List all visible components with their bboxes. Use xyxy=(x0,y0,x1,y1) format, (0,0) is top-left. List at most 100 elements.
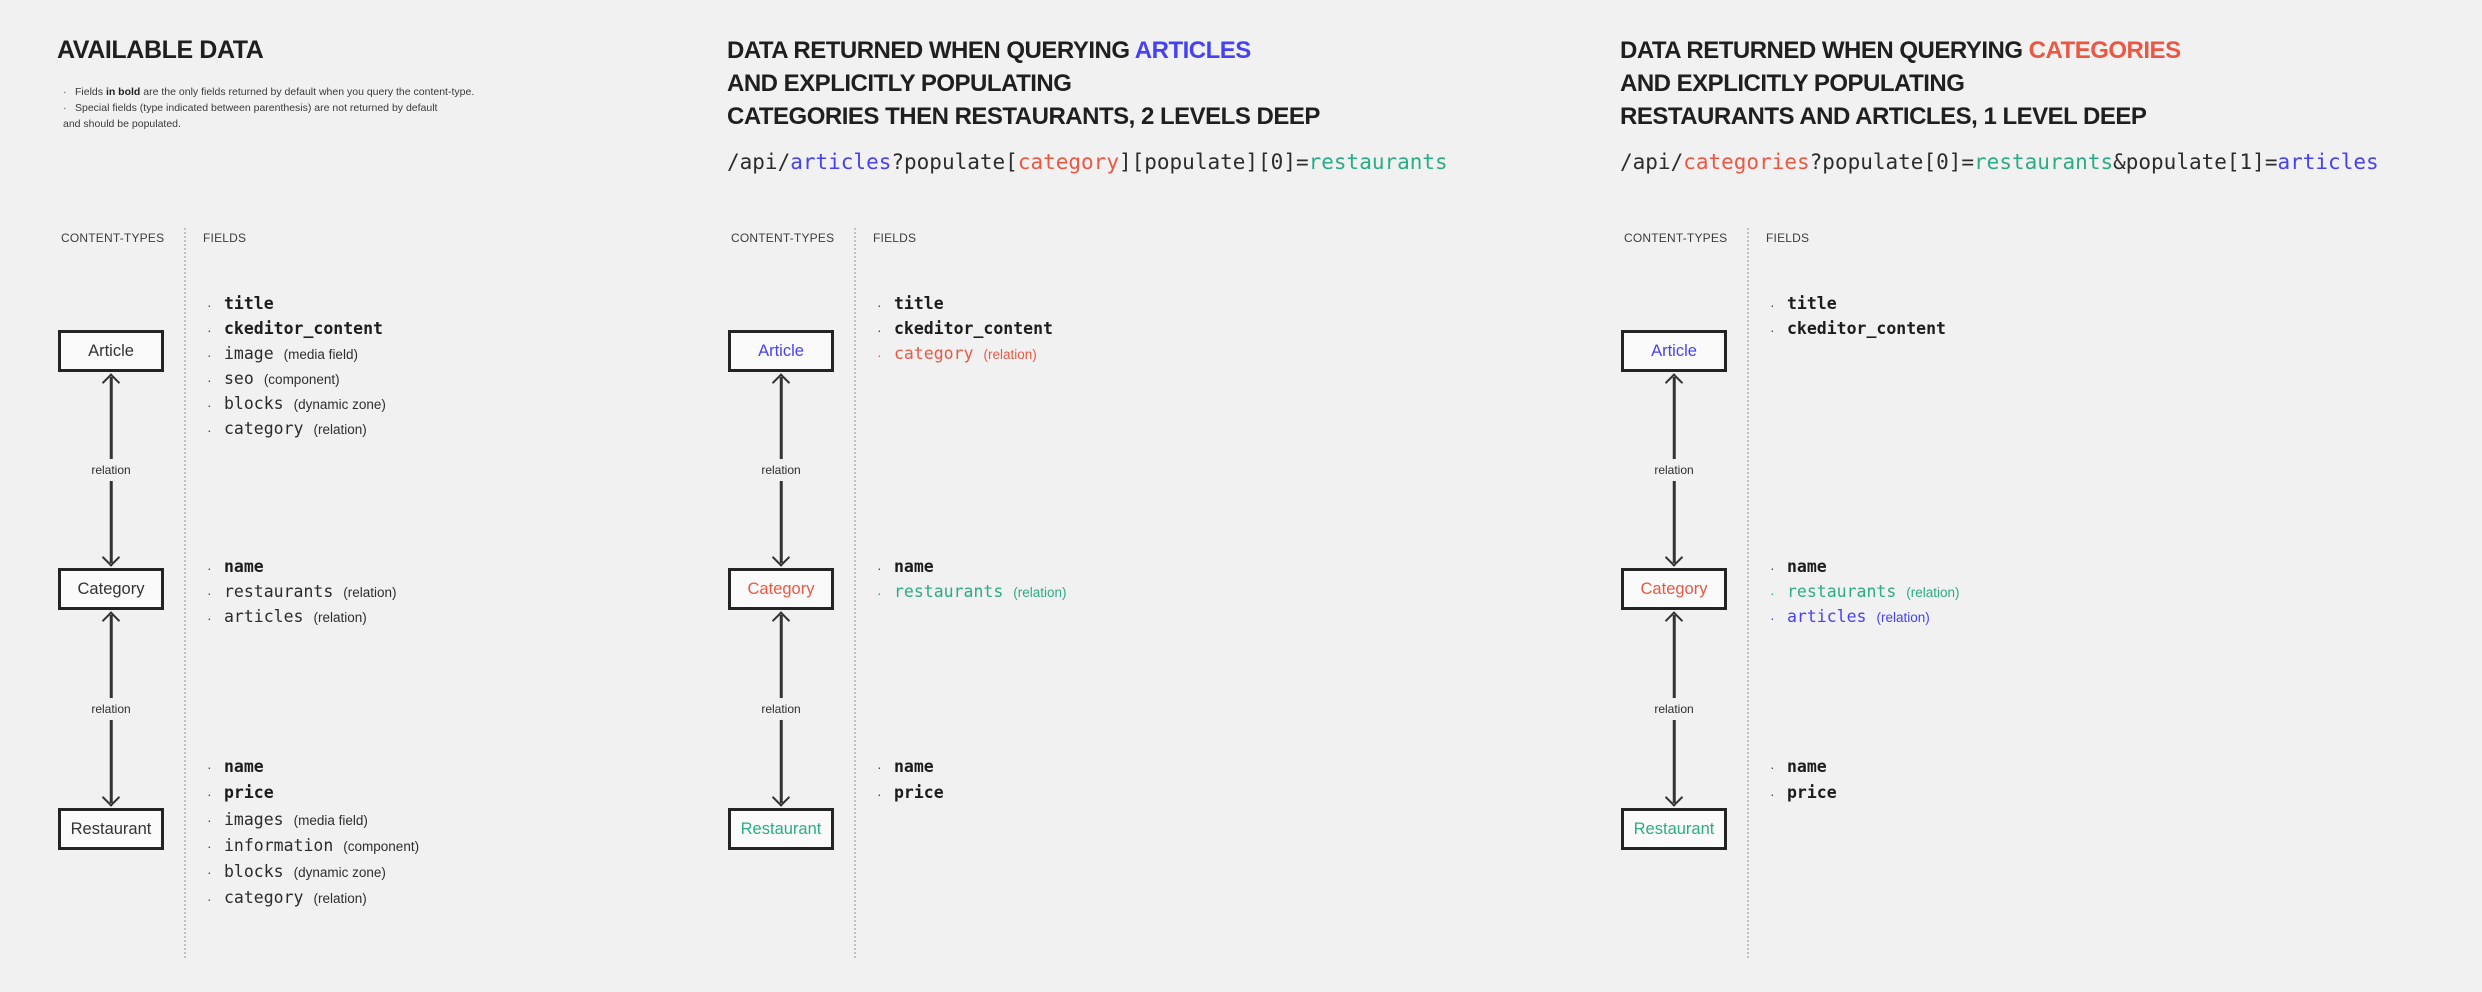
panel-heading: DATA RETURNED WHEN QUERYING ARTICLES AND… xyxy=(727,37,1320,130)
arrow-up-icon xyxy=(1664,373,1684,392)
relation-connector: relation xyxy=(90,611,132,807)
node-label: Restaurant xyxy=(70,819,152,838)
fields-label: FIELDS xyxy=(873,231,917,245)
field-item: ·title xyxy=(1770,292,2275,317)
bullet-icon: · xyxy=(207,559,212,576)
node-restaurant: Restaurant xyxy=(728,808,834,850)
arrow-down-icon xyxy=(101,788,121,807)
api-url: /api/categories?populate[0]=restaurants&… xyxy=(1620,150,2379,174)
arrow-up-icon xyxy=(101,611,121,630)
arrow-up-icon xyxy=(1664,611,1684,630)
node-label: Category xyxy=(747,579,815,598)
bullet-icon: · xyxy=(207,864,212,881)
field-item: ·category(relation) xyxy=(207,417,712,442)
bullet-icon: · xyxy=(1770,785,1775,802)
bullet-icon: · xyxy=(207,838,212,855)
bullet-icon: · xyxy=(877,321,882,338)
content-types-label: CONTENT-TYPES xyxy=(1624,231,1728,245)
field-item: ·ckeditor_content xyxy=(877,317,1382,342)
bullet-icon: · xyxy=(877,559,882,576)
arrow-down-icon xyxy=(101,548,121,567)
node-article: Article xyxy=(58,330,164,372)
node-label: Article xyxy=(88,341,134,360)
field-item: ·name xyxy=(877,754,1382,780)
api-url: /api/articles?populate[category][populat… xyxy=(727,150,1448,174)
bullet-icon: · xyxy=(877,785,882,802)
arrow-down-icon xyxy=(771,788,791,807)
bullet-icon: · xyxy=(207,811,212,828)
bullet-icon: · xyxy=(1770,759,1775,776)
node-label: Category xyxy=(77,579,145,598)
bullet-icon: · xyxy=(207,584,212,601)
content-types-label: CONTENT-TYPES xyxy=(61,231,165,245)
bullet-icon: · xyxy=(877,296,882,313)
relation-connector: relation xyxy=(760,373,802,567)
bullet-icon: · xyxy=(1770,296,1775,313)
heading-keyword: CATEGORIES xyxy=(2028,37,2181,64)
field-item: ·image(media field) xyxy=(207,342,712,367)
panel-heading: DATA RETURNED WHEN QUERYING CATEGORIES A… xyxy=(1620,37,2181,130)
panel-available-data: AVAILABLE DATA ·Fields in bold are the o… xyxy=(57,0,717,992)
content-types-label: CONTENT-TYPES xyxy=(731,231,835,245)
node-restaurant: Restaurant xyxy=(1621,808,1727,850)
dotted-divider xyxy=(854,228,856,958)
bullet-icon: · xyxy=(877,759,882,776)
node-label: Article xyxy=(1651,341,1697,360)
arrow-up-icon xyxy=(771,373,791,392)
field-item: ·name xyxy=(1770,555,2275,580)
bullet-icon: · xyxy=(207,396,212,413)
field-item: ·title xyxy=(877,292,1382,317)
fields-label: FIELDS xyxy=(203,231,247,245)
field-item: ·category(relation) xyxy=(877,342,1382,367)
field-item: ·ckeditor_content xyxy=(1770,317,2275,342)
field-item: ·name xyxy=(207,555,712,580)
fields-label: FIELDS xyxy=(1766,231,1810,245)
relation-label: relation xyxy=(1653,459,1695,481)
relation-label: relation xyxy=(1653,698,1695,720)
arrow-up-icon xyxy=(771,611,791,630)
relation-label: relation xyxy=(90,698,132,720)
panel-query-articles: DATA RETURNED WHEN QUERYING ARTICLES AND… xyxy=(727,0,1448,992)
arrow-down-icon xyxy=(1664,788,1684,807)
node-label: Category xyxy=(1640,579,1708,598)
category-fields-list: ·name ·restaurants(relation) ·articles(r… xyxy=(1770,555,2275,630)
arrow-up-icon xyxy=(101,373,121,392)
relation-connector: relation xyxy=(90,373,132,567)
field-item: ·name xyxy=(877,555,1382,580)
bullet-icon: · xyxy=(207,785,212,802)
field-item: ·price xyxy=(1770,780,2275,806)
article-fields-list: ·title ·ckeditor_content ·image(media fi… xyxy=(207,292,712,442)
node-label: Article xyxy=(758,341,804,360)
field-item: ·price xyxy=(207,780,712,806)
heading-keyword: ARTICLES xyxy=(1134,37,1252,64)
note-item: ·Fields in bold are the only fields retu… xyxy=(63,84,493,100)
bullet-icon: · xyxy=(877,584,882,601)
relation-connector: relation xyxy=(760,611,802,807)
node-category: Category xyxy=(1621,568,1727,610)
bullet-icon: · xyxy=(207,759,212,776)
field-item: ·blocks(dynamic zone) xyxy=(207,392,712,417)
relation-label: relation xyxy=(760,459,802,481)
field-item: ·seo(component) xyxy=(207,367,712,392)
field-item: ·price xyxy=(877,780,1382,806)
node-label: Restaurant xyxy=(740,819,822,838)
field-item: ·name xyxy=(207,754,712,780)
bullet-icon: · xyxy=(63,102,67,114)
field-item: ·blocks(dynamic zone) xyxy=(207,859,712,885)
page-title: AVAILABLE DATA xyxy=(57,36,264,64)
category-fields-list: ·name ·restaurants(relation) xyxy=(877,555,1382,605)
dotted-divider xyxy=(1747,228,1749,958)
node-category: Category xyxy=(728,568,834,610)
field-item: ·information(component) xyxy=(207,833,712,859)
node-restaurant: Restaurant xyxy=(58,808,164,850)
bullet-icon: · xyxy=(207,890,212,907)
arrow-down-icon xyxy=(771,548,791,567)
relation-label: relation xyxy=(90,459,132,481)
note-text: Special fields (type indicated between p… xyxy=(63,102,438,130)
panel-query-categories: DATA RETURNED WHEN QUERYING CATEGORIES A… xyxy=(1620,0,2379,992)
relation-connector: relation xyxy=(1653,611,1695,807)
restaurant-fields-list: ·name ·price xyxy=(1770,754,2275,807)
field-item: ·ckeditor_content xyxy=(207,317,712,342)
bullet-icon: · xyxy=(207,321,212,338)
node-label: Restaurant xyxy=(1633,819,1715,838)
